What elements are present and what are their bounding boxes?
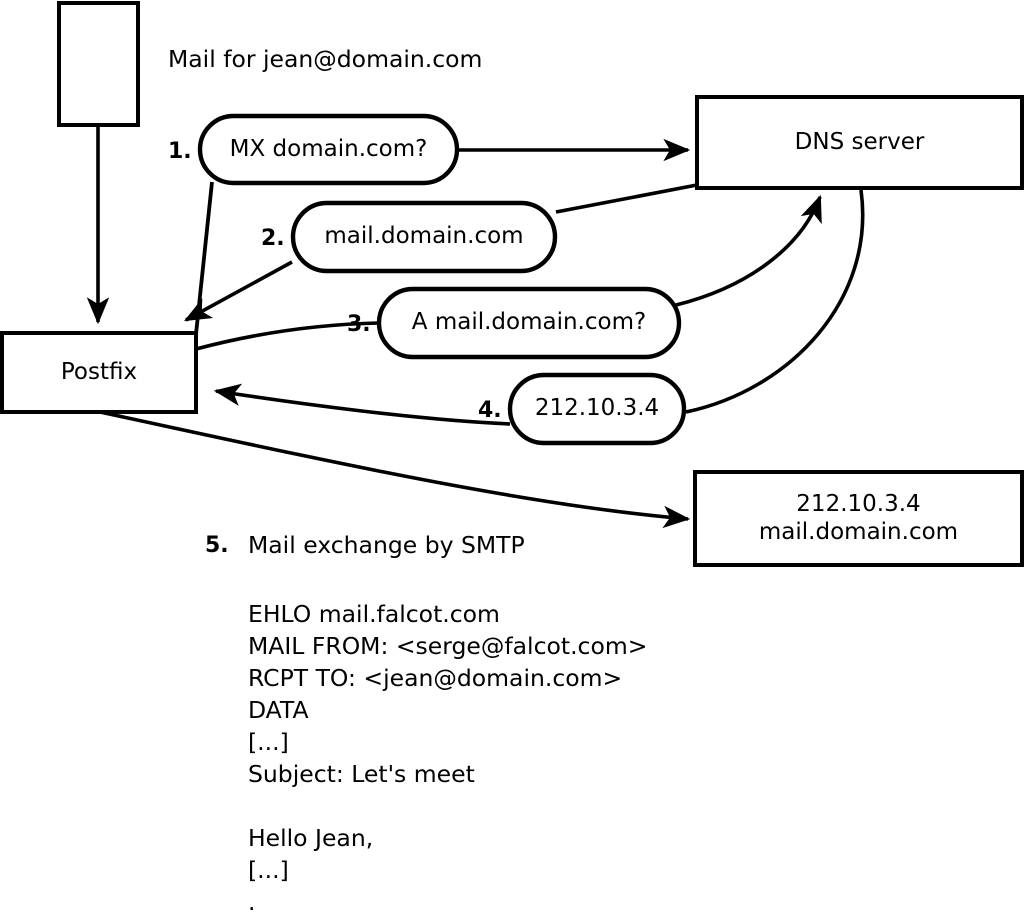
step-5-label: Mail exchange by SMTP bbox=[248, 531, 525, 559]
bubble-3-label: A mail.domain.com? bbox=[411, 309, 647, 336]
bubble-2-label: mail.domain.com bbox=[324, 223, 524, 250]
step-number-4: 4. bbox=[478, 398, 502, 423]
postfix-box-label: Postfix bbox=[60, 358, 138, 385]
dns-server-box-label: DNS server bbox=[794, 128, 925, 155]
arrow-bubble3-to-dns bbox=[675, 194, 822, 307]
sender-box bbox=[57, 1, 140, 127]
arrow-postfix-to-bubble1 bbox=[194, 181, 214, 335]
step-number-5: 5. bbox=[205, 533, 229, 558]
bubble-1-label: MX domain.com? bbox=[229, 135, 428, 162]
step-number-1: 1. bbox=[168, 139, 192, 164]
step-number-2: 2. bbox=[261, 226, 285, 251]
arrow-bubble4-to-postfix bbox=[213, 383, 511, 426]
arrow-bubble2-to-postfix bbox=[184, 260, 293, 322]
bubble-4-label: 212.10.3.4 bbox=[534, 395, 660, 422]
target-mail-server-box-label: 212.10.3.4 mail.domain.com bbox=[758, 491, 959, 545]
page-title: Mail for jean@domain.com bbox=[168, 45, 483, 73]
smtp-transcript: EHLO mail.falcot.com MAIL FROM: <serge@f… bbox=[248, 600, 648, 916]
arrow-dns-to-bubble4 bbox=[685, 189, 865, 414]
arrow-dns-to-bubble2 bbox=[555, 183, 698, 214]
step-number-3: 3. bbox=[347, 312, 371, 337]
